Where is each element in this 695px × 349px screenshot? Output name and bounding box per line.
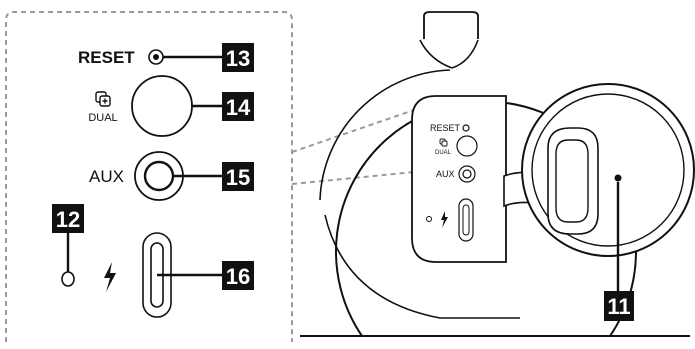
callout-badge-12: 12 [52, 204, 84, 233]
lid-marker-dot [614, 174, 622, 182]
dual-label: DUAL [88, 112, 117, 124]
callout-badge-11: 11 [604, 291, 634, 321]
speaker-port-panel: RESET DUAL AUX [411, 95, 507, 263]
dual-button[interactable] [131, 75, 193, 137]
callout-14-number: 14 [226, 95, 251, 120]
speaker-usb-c-port[interactable] [458, 198, 474, 242]
speaker-reset-label: RESET [430, 123, 461, 133]
speaker-dual-label: DUAL [435, 150, 452, 156]
enlarged-panel-frame [5, 11, 293, 342]
speaker-lightning-icon [441, 211, 448, 228]
callout-badge-16: 16 [222, 261, 254, 290]
dual-icon [95, 91, 111, 107]
reset-pinhole-icon [148, 49, 164, 65]
callout-11-number: 11 [607, 294, 630, 319]
speaker-aux-jack[interactable] [458, 165, 476, 183]
magnification-lines [291, 109, 415, 185]
speaker-reset-pinhole-icon [462, 124, 470, 132]
charge-indicator-light [61, 271, 75, 287]
callout-12-number: 12 [56, 207, 80, 232]
reset-label: RESET [78, 48, 135, 67]
callout-badge-15: 15 [222, 162, 254, 191]
port-cover-lid[interactable] [521, 83, 695, 257]
callout-badge-14: 14 [222, 92, 254, 121]
callout-13-number: 13 [226, 46, 250, 71]
speaker-dual-icon [439, 138, 448, 147]
speaker-charge-indicator [426, 216, 432, 222]
callout-15-number: 15 [226, 165, 250, 190]
speaker-aux-label: AUX [436, 169, 455, 179]
speaker-dual-button[interactable] [456, 135, 478, 157]
callout-16-number: 16 [226, 264, 250, 289]
lightning-bolt-icon [104, 262, 116, 292]
aux-label: AUX [89, 167, 124, 186]
callout-badge-13: 13 [222, 43, 254, 72]
